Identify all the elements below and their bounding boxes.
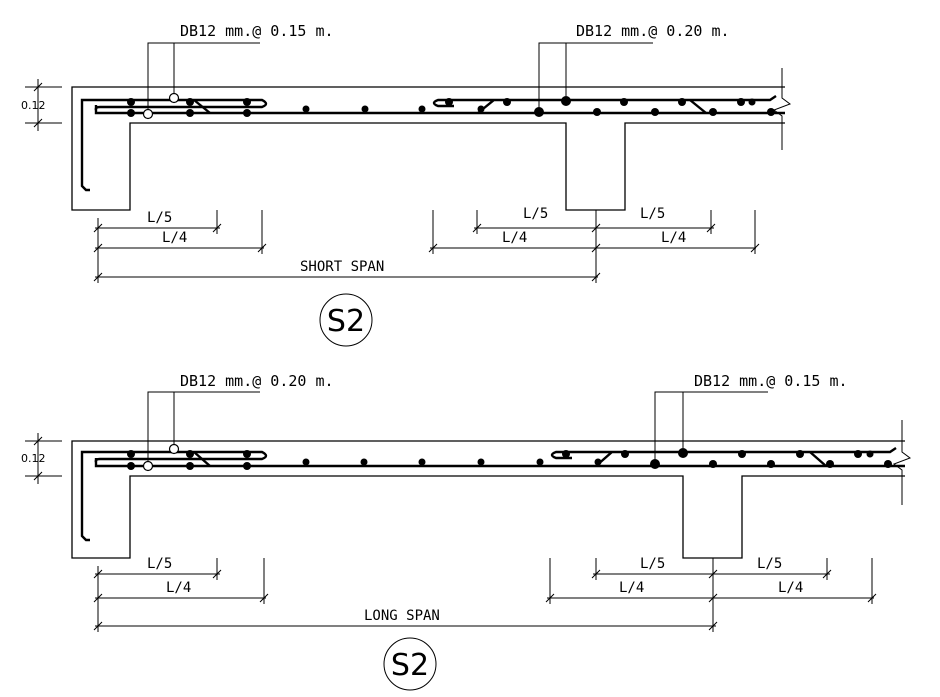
rebar-note-mid: DB12 mm.@ 0.20 m.	[576, 22, 730, 40]
dimension-lines	[93, 558, 877, 632]
top-bar-support	[432, 95, 777, 114]
rebar-dots	[127, 96, 775, 117]
top-bar-support	[550, 447, 897, 467]
rebar-note-mid: DB12 mm.@ 0.15 m.	[694, 372, 848, 390]
dimension-lines	[93, 210, 760, 283]
dim-l5: L/5	[757, 556, 782, 572]
rebar-dots	[127, 448, 892, 470]
highlight-bar-ring	[168, 443, 180, 455]
rebar-note-left: DB12 mm.@ 0.20 m.	[180, 372, 334, 390]
span-label: SHORT SPAN	[300, 259, 384, 275]
thickness-dim	[25, 433, 62, 484]
dim-l4: L/4	[661, 230, 686, 246]
top-bar-left	[193, 451, 211, 467]
span-label: LONG SPAN	[364, 608, 440, 624]
dim-l5: L/5	[147, 210, 172, 226]
highlight-bar-ring	[168, 92, 180, 104]
section-short-span: DB12 mm.@ 0.15 m. DB12 mm.@ 0.20 m. 0.12…	[21, 22, 792, 347]
note-leader-left	[147, 391, 260, 462]
thickness-label: 0.12	[21, 99, 46, 112]
note-leader-left	[147, 42, 260, 110]
section-badge: S2	[391, 648, 429, 683]
slab-outline	[71, 440, 905, 559]
highlight-bar-ring	[142, 460, 154, 472]
break-line	[772, 68, 792, 150]
dim-l4: L/4	[778, 580, 803, 596]
edge-hook-bar	[80, 450, 268, 542]
top-bar-right-bend	[809, 451, 827, 467]
top-bar-left	[193, 99, 211, 114]
rebar-note-left: DB12 mm.@ 0.15 m.	[180, 22, 334, 40]
edge-hook-bar	[80, 98, 268, 192]
dim-l4: L/4	[162, 230, 187, 246]
thickness-label: 0.12	[21, 452, 46, 465]
section-badge-circle	[319, 293, 373, 347]
top-bar-right-bend	[689, 99, 707, 114]
dim-l4: L/4	[502, 230, 527, 246]
dim-l5: L/5	[147, 556, 172, 572]
dim-l5: L/5	[523, 206, 548, 222]
slab-outline	[71, 86, 785, 211]
section-long-span: DB12 mm.@ 0.20 m. DB12 mm.@ 0.15 m. 0.12…	[21, 372, 912, 691]
highlight-bar-ring	[142, 108, 154, 120]
dim-l4: L/4	[166, 580, 191, 596]
section-badge-circle	[383, 637, 437, 691]
dim-l4: L/4	[619, 580, 644, 596]
note-leader-mid	[538, 42, 653, 108]
thickness-dim	[25, 79, 62, 131]
dim-l5: L/5	[640, 556, 665, 572]
note-leader-mid	[654, 391, 768, 460]
dim-l5: L/5	[640, 206, 665, 222]
break-line	[892, 420, 912, 505]
section-badge: S2	[327, 304, 365, 339]
